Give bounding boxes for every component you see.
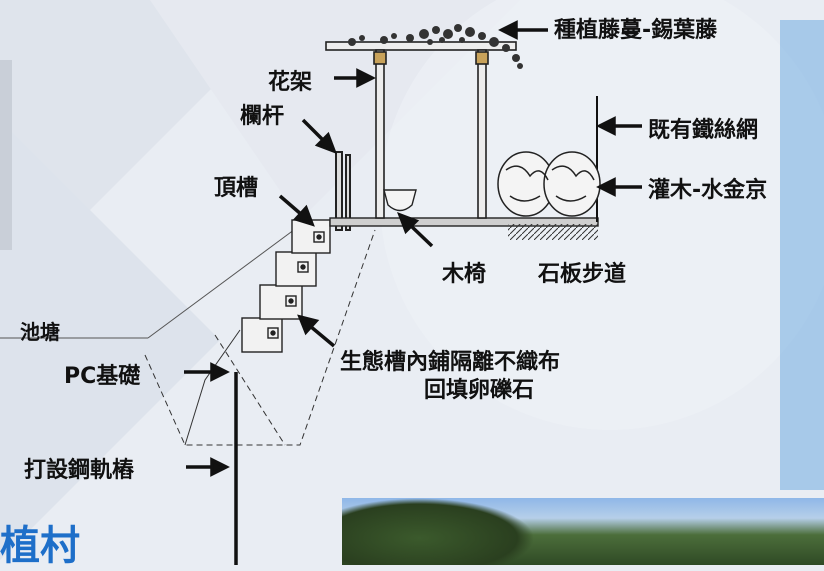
stone-path-label: 石板步道	[538, 262, 627, 287]
leader-arrows	[184, 20, 642, 477]
railing	[335, 151, 351, 231]
page-title-fragment: 植村	[0, 523, 80, 569]
eco-trough-label-line2: 回填卵礫石	[424, 378, 535, 403]
eco-trough-blocks	[241, 219, 331, 353]
bench-label: 木椅	[442, 262, 487, 287]
excavation-outline	[144, 229, 376, 446]
plant-label: 種植藤蔓-錫葉藤	[554, 18, 718, 43]
shrub-icon	[497, 151, 601, 217]
site-photo	[342, 498, 824, 565]
steel-pile-label: 打設鋼軌樁	[24, 458, 135, 483]
eco-trough-label-line1: 生態槽內鋪隔離不織布	[340, 350, 561, 375]
wooden-bench	[383, 189, 417, 212]
shrub-label: 灌木-水金京	[648, 178, 768, 203]
foundation-outline	[184, 329, 241, 446]
existing-fence-label: 既有鐵絲網	[648, 118, 759, 143]
vine-foliage	[348, 24, 523, 69]
stone-path-hatch	[508, 224, 598, 240]
pond-label: 池塘	[20, 320, 60, 344]
pc-base-label: PC基礎	[64, 364, 141, 389]
trellis-label: 花架	[268, 70, 313, 95]
railing-label: 欄杆	[240, 104, 285, 129]
top-trough-label: 頂槽	[214, 176, 259, 201]
ground-slope	[147, 217, 311, 339]
trellis	[325, 41, 517, 219]
